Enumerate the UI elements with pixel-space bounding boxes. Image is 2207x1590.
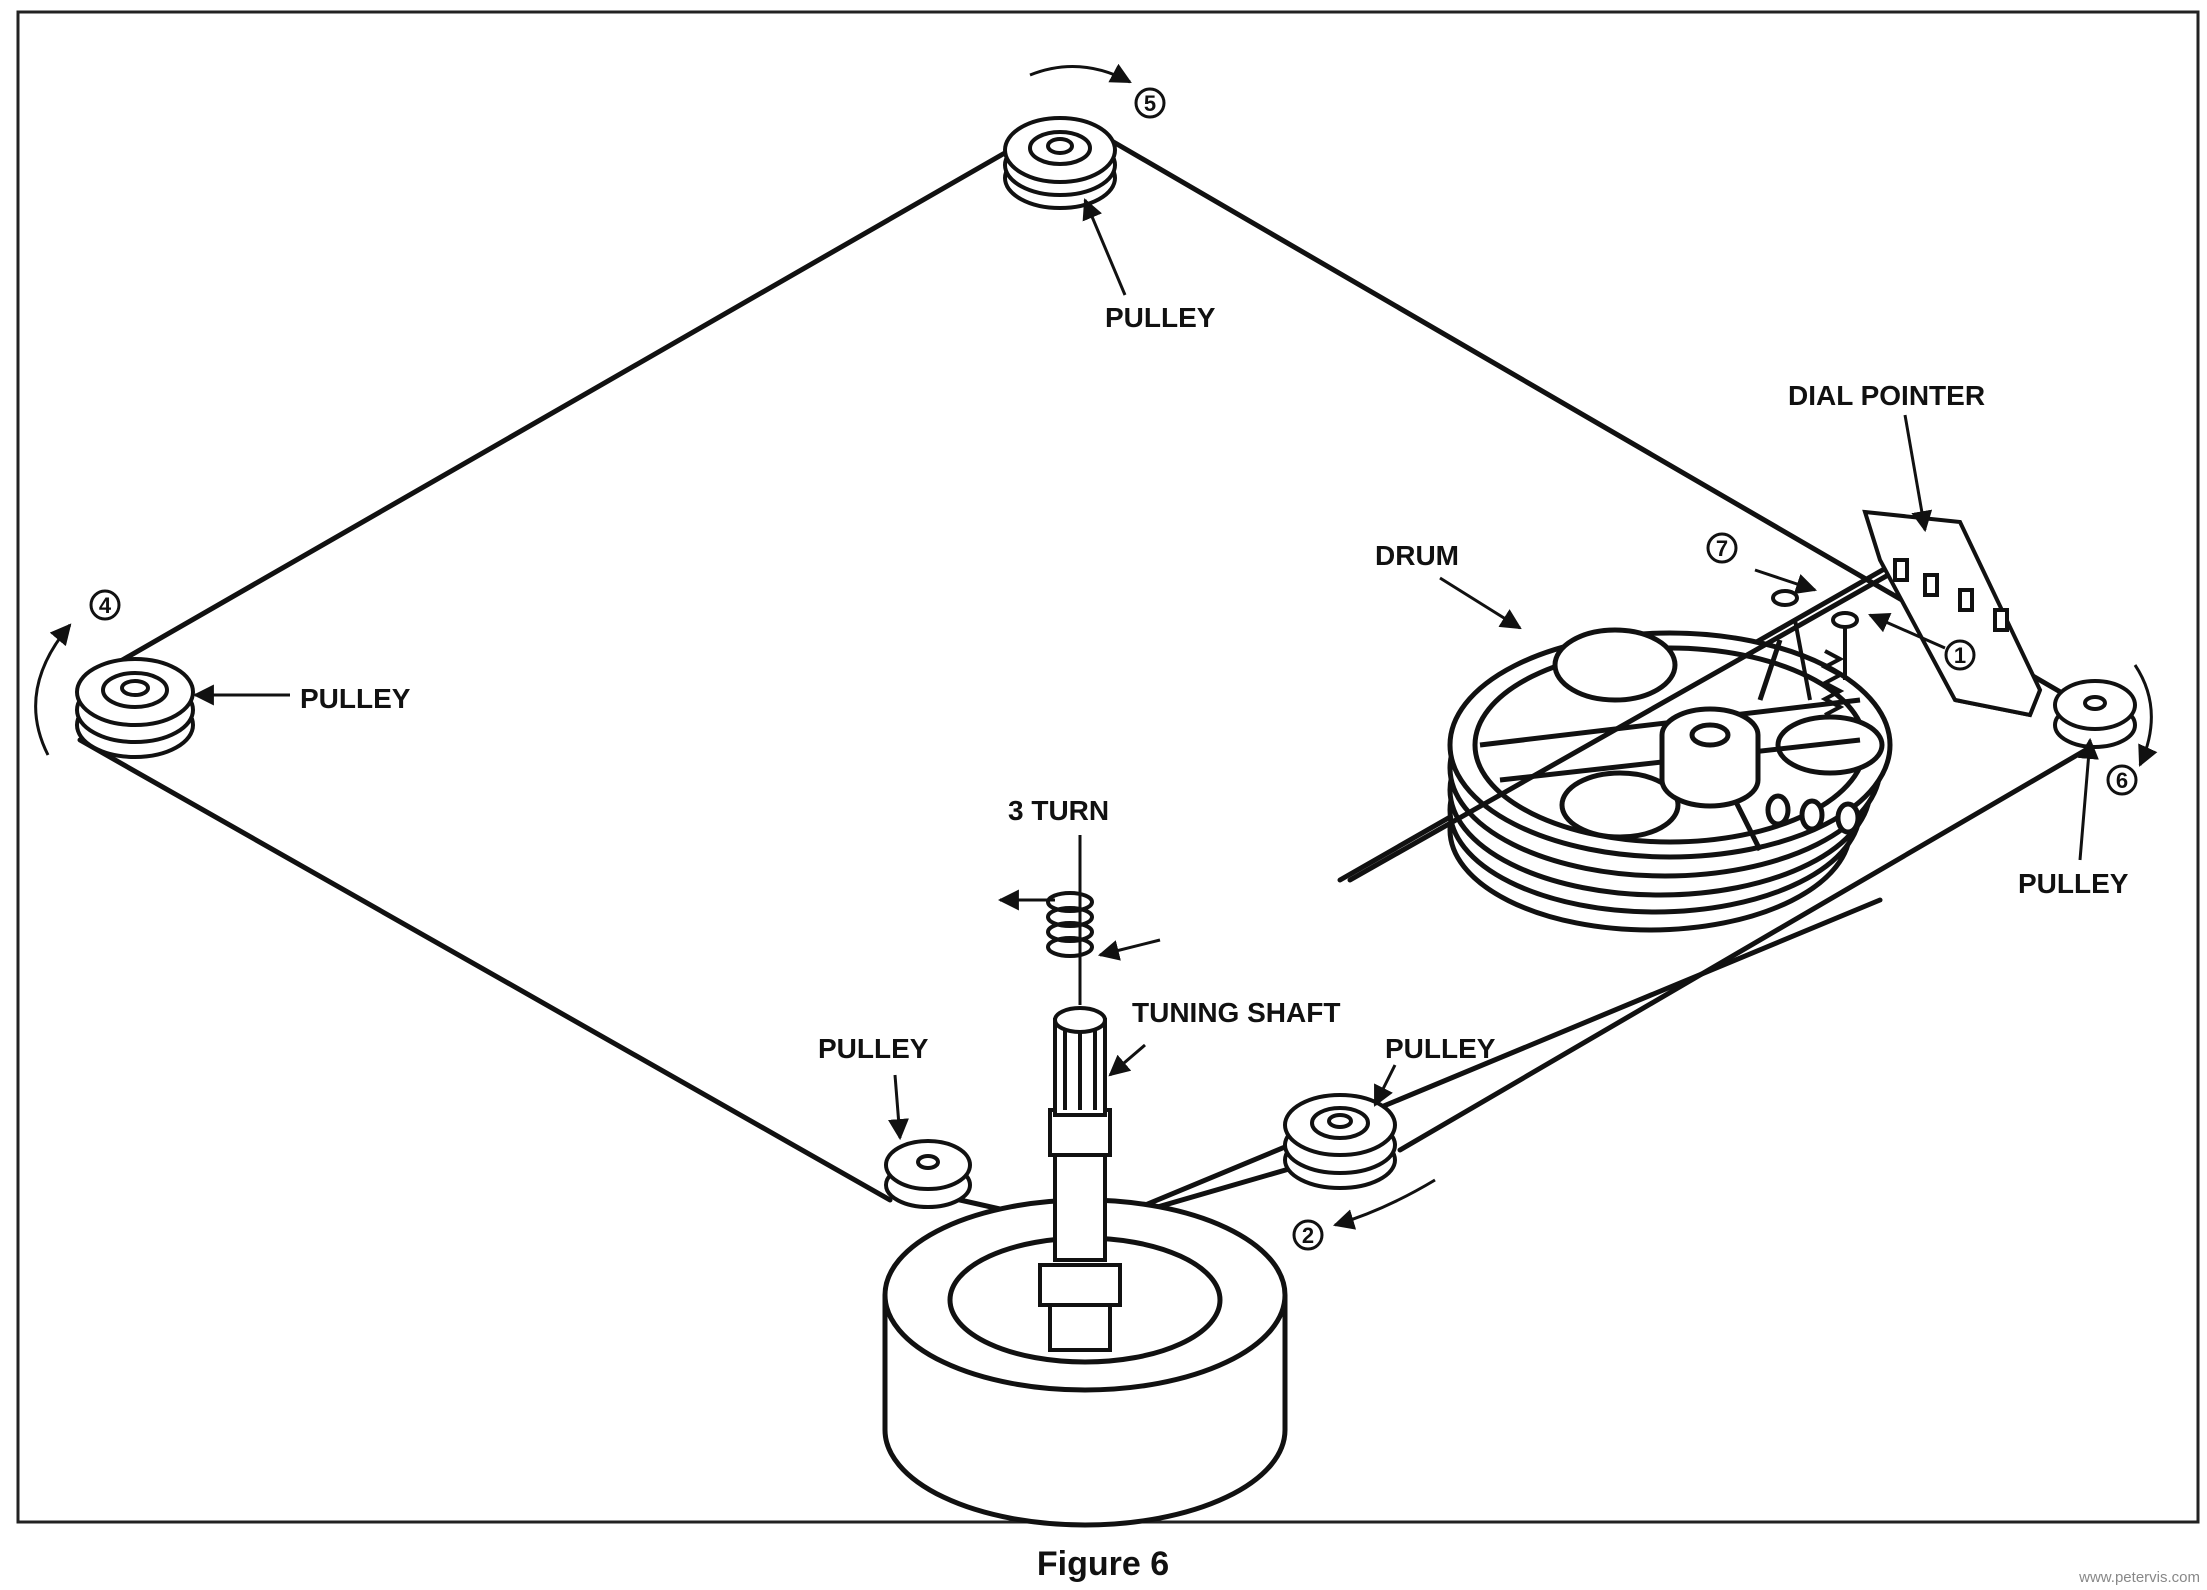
- dial-pointer: [1862, 509, 2043, 718]
- rotation-arrows: [34, 63, 2158, 1230]
- step-4: 4: [99, 593, 112, 618]
- pulley-bottom-left: [884, 1139, 972, 1209]
- pulley-bottom-right-label: PULLEY: [1385, 1033, 1496, 1064]
- tuning-shaft-label: TUNING SHAFT: [1132, 997, 1340, 1028]
- step-6: 6: [2116, 768, 2128, 793]
- pulley-right: [2053, 679, 2137, 749]
- three-turn-label: 3 TURN: [1008, 795, 1109, 826]
- step-5: 5: [1144, 91, 1156, 116]
- pulley-top: [1003, 116, 1117, 210]
- pulley-bottom-left-label: PULLEY: [818, 1033, 929, 1064]
- drum-label: DRUM: [1375, 540, 1459, 571]
- pulley-top-label: PULLEY: [1105, 302, 1216, 333]
- step-1: 1: [1954, 643, 1966, 668]
- pulley-left: [75, 657, 195, 759]
- watermark: www.petervis.com: [2078, 1569, 2200, 1586]
- figure-caption: Figure 6: [1037, 1545, 1169, 1583]
- step-markers: 5 4 2 6 7 1: [89, 87, 2138, 1251]
- pulley-right-label: PULLEY: [2018, 868, 2129, 899]
- pulley-bottom-right: [1283, 1093, 1397, 1190]
- step-2: 2: [1302, 1223, 1314, 1248]
- drum-spring: [1771, 589, 1859, 717]
- leader-arrows: [192, 198, 2099, 1141]
- drum: [1447, 627, 1893, 933]
- step-7: 7: [1716, 536, 1728, 561]
- dial-pointer-label: DIAL POINTER: [1788, 380, 1985, 411]
- three-turn-coil: [1046, 891, 1094, 958]
- tuning-shaft: [1038, 835, 1122, 1352]
- pulley-left-label: PULLEY: [300, 683, 411, 714]
- pointer-rod: [1347, 537, 1953, 883]
